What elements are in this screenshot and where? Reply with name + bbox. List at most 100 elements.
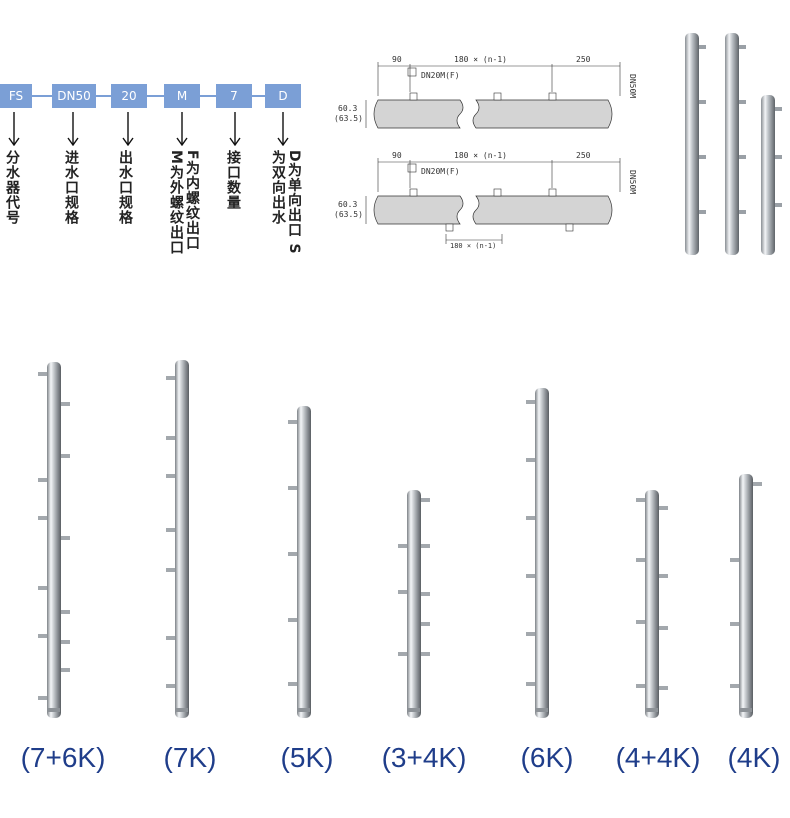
product-label: (7K) [163, 742, 217, 773]
code-box-type: FS [0, 84, 32, 108]
product-label: (4+4K) [615, 742, 701, 773]
outlet-stub [166, 528, 175, 532]
outlet-stub [636, 558, 645, 562]
outlet-stub [421, 592, 430, 596]
diameter-a: 60.3 [338, 104, 357, 113]
desc-outlet: 出水口规格 [117, 150, 133, 225]
manifold-pipe [398, 490, 430, 718]
pipe-thread [646, 708, 658, 712]
outlet-stub [288, 420, 297, 424]
outlet-stub [61, 610, 70, 614]
outlet-stub [753, 482, 762, 486]
dim-left: 90 [392, 55, 402, 64]
outlet-stub [730, 558, 739, 562]
outlet-stub [526, 632, 535, 636]
diameter-b: (63.5) [334, 210, 363, 219]
code-box-thread: M [164, 84, 200, 108]
dim-right: 250 [576, 151, 591, 160]
outlet-stub [166, 568, 175, 572]
outlet-stub [526, 400, 535, 404]
dim-under: 180 × (n-1) [450, 242, 496, 250]
pipe-thread [176, 708, 188, 712]
outlet-label: DN20M(F) [421, 71, 460, 80]
pipe-body [175, 360, 189, 718]
outlet-stub [166, 436, 175, 440]
manifold-pipe [526, 388, 549, 718]
desc-direction: D为单向出口 S为双向出水 [270, 150, 302, 255]
outlet-stub [61, 402, 70, 406]
outlet-stub [166, 474, 175, 478]
outlet-stub [526, 458, 535, 462]
product-label: (4K) [727, 742, 781, 773]
outlet-stub [398, 652, 407, 656]
outlet-stub [166, 684, 175, 688]
pipe-body [739, 474, 753, 718]
pipe-body [407, 490, 421, 718]
outlet-stub [61, 536, 70, 540]
code-box-outlet: 20 [111, 84, 147, 108]
outlet-stub [526, 516, 535, 520]
inlet-label: DN50M [628, 74, 637, 98]
outlet-stub [421, 544, 430, 548]
outlet-stub [421, 622, 430, 626]
outlet-stub [636, 684, 645, 688]
drawing-bottom: 90 180 × (n-1) 250 DN20M(F) DN50M 60.3 (… [334, 151, 637, 250]
outlet-stub [421, 652, 430, 656]
outlet-stub [38, 586, 47, 590]
down-arrow-icon [122, 112, 134, 146]
outlet-stub [636, 498, 645, 502]
down-arrow-icon [67, 112, 79, 146]
manifold-pipe [288, 406, 311, 718]
outlet-stub [659, 626, 668, 630]
product-photo [685, 33, 782, 255]
pipe-thread [740, 708, 752, 712]
outlet-stub [526, 574, 535, 578]
outlet-stub [38, 634, 47, 638]
outlet-stub [421, 498, 430, 502]
down-arrow-icon [277, 112, 289, 146]
diameter-b: (63.5) [334, 114, 363, 123]
down-arrow-icon [229, 112, 241, 146]
outlet-stub [166, 376, 175, 380]
pipe-thread [536, 708, 548, 712]
outlet-stub [398, 590, 407, 594]
legend-connector [0, 95, 300, 97]
product-label: (5K) [280, 742, 334, 773]
code-box-direction: D [265, 84, 301, 108]
product-label: (6K) [520, 742, 574, 773]
pipe-thread [408, 708, 420, 712]
desc-type: 分水器代号 [4, 150, 20, 225]
outlet-stub [526, 682, 535, 686]
outlet-stub [38, 372, 47, 376]
product-lineup [38, 360, 762, 718]
outlet-stub [659, 506, 668, 510]
outlet-stub [61, 668, 70, 672]
outlet-stub [288, 618, 297, 622]
outlet-stub [659, 574, 668, 578]
outlet-stub [38, 516, 47, 520]
outlet-stub [636, 620, 645, 624]
outlet-stub [38, 696, 47, 700]
outlet-stub [730, 622, 739, 626]
code-box-count: 7 [216, 84, 252, 108]
outlet-stub [38, 478, 47, 482]
pipe-body [47, 362, 61, 718]
pipe-thread [298, 708, 310, 712]
outlet-stub [288, 486, 297, 490]
pipe-body [535, 388, 549, 718]
manifold-pipe [636, 490, 668, 718]
outlet-stub [288, 552, 297, 556]
desc-thread: F为内螺纹出口 M为外螺纹出口 [168, 150, 200, 255]
outlet-stub [288, 682, 297, 686]
desc-inlet: 进水口规格 [63, 150, 79, 225]
drawing-top: 90 180 × (n-1) 250 DN20M(F) DN50M 60.3 (… [334, 55, 637, 129]
outlet-stub [398, 544, 407, 548]
product-label: (3+4K) [381, 742, 467, 773]
diameter-a: 60.3 [338, 200, 357, 209]
pipe-body [297, 406, 311, 718]
dim-left: 90 [392, 151, 402, 160]
manifold-pipe [730, 474, 762, 718]
outlet-label: DN20M(F) [421, 167, 460, 176]
dim-right: 250 [576, 55, 591, 64]
outlet-stub [659, 686, 668, 690]
